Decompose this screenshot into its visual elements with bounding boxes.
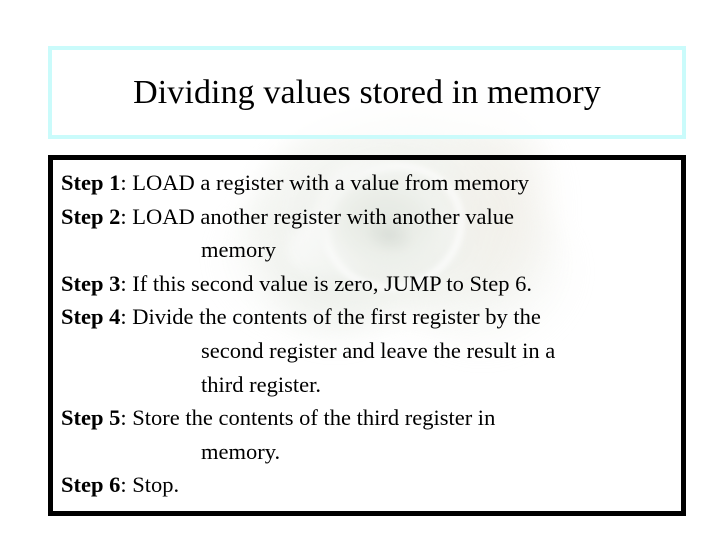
step-label: Step 4 [61, 304, 121, 330]
step-continuation-line: memory [61, 233, 677, 267]
step-label: Step 2 [61, 203, 121, 229]
step-separator: : [120, 270, 133, 296]
step-text: LOAD another register with another value [132, 203, 515, 229]
step-text: Stop. [132, 472, 180, 498]
step-text: Store the contents of the third register… [132, 405, 496, 431]
steps-list: Step 1: LOAD a register with a value fro… [61, 166, 677, 502]
step-text: Divide the contents of the first registe… [132, 304, 541, 330]
step-line: Step 6: Stop. [61, 468, 677, 502]
step-line: Step 1: LOAD a register with a value fro… [61, 166, 677, 200]
step-continuation-line: third register. [61, 368, 677, 402]
step-separator: : [120, 203, 133, 229]
slide-title-box[interactable]: Dividing values stored in memory [48, 46, 686, 139]
step-text: third register. [201, 371, 321, 397]
step-text: memory [201, 237, 276, 263]
step-continuation-line: second register and leave the result in … [61, 334, 677, 368]
step-separator: : [120, 472, 133, 498]
step-label: Step 1 [61, 170, 121, 195]
step-continuation-line: memory. [61, 435, 677, 469]
step-label: Step 5 [61, 405, 121, 431]
step-separator: : [120, 304, 133, 330]
step-separator: : [120, 170, 133, 195]
step-text: LOAD a register with a value from memory [132, 170, 530, 195]
step-line: Step 3: If this second value is zero, JU… [61, 267, 677, 301]
step-separator: : [120, 405, 133, 431]
step-text: memory. [201, 438, 281, 464]
slide-content-box[interactable]: Step 1: LOAD a register with a value fro… [48, 155, 686, 516]
step-label: Step 3 [61, 270, 121, 296]
step-line: Step 2: LOAD another register with anoth… [61, 200, 677, 234]
step-label: Step 6 [61, 472, 121, 498]
step-text: If this second value is zero, JUMP to St… [132, 270, 533, 296]
step-text: second register and leave the result in … [201, 337, 556, 363]
page-title: Dividing values stored in memory [133, 73, 601, 111]
step-line: Step 4: Divide the contents of the first… [61, 300, 677, 334]
step-line: Step 5: Store the contents of the third … [61, 401, 677, 435]
